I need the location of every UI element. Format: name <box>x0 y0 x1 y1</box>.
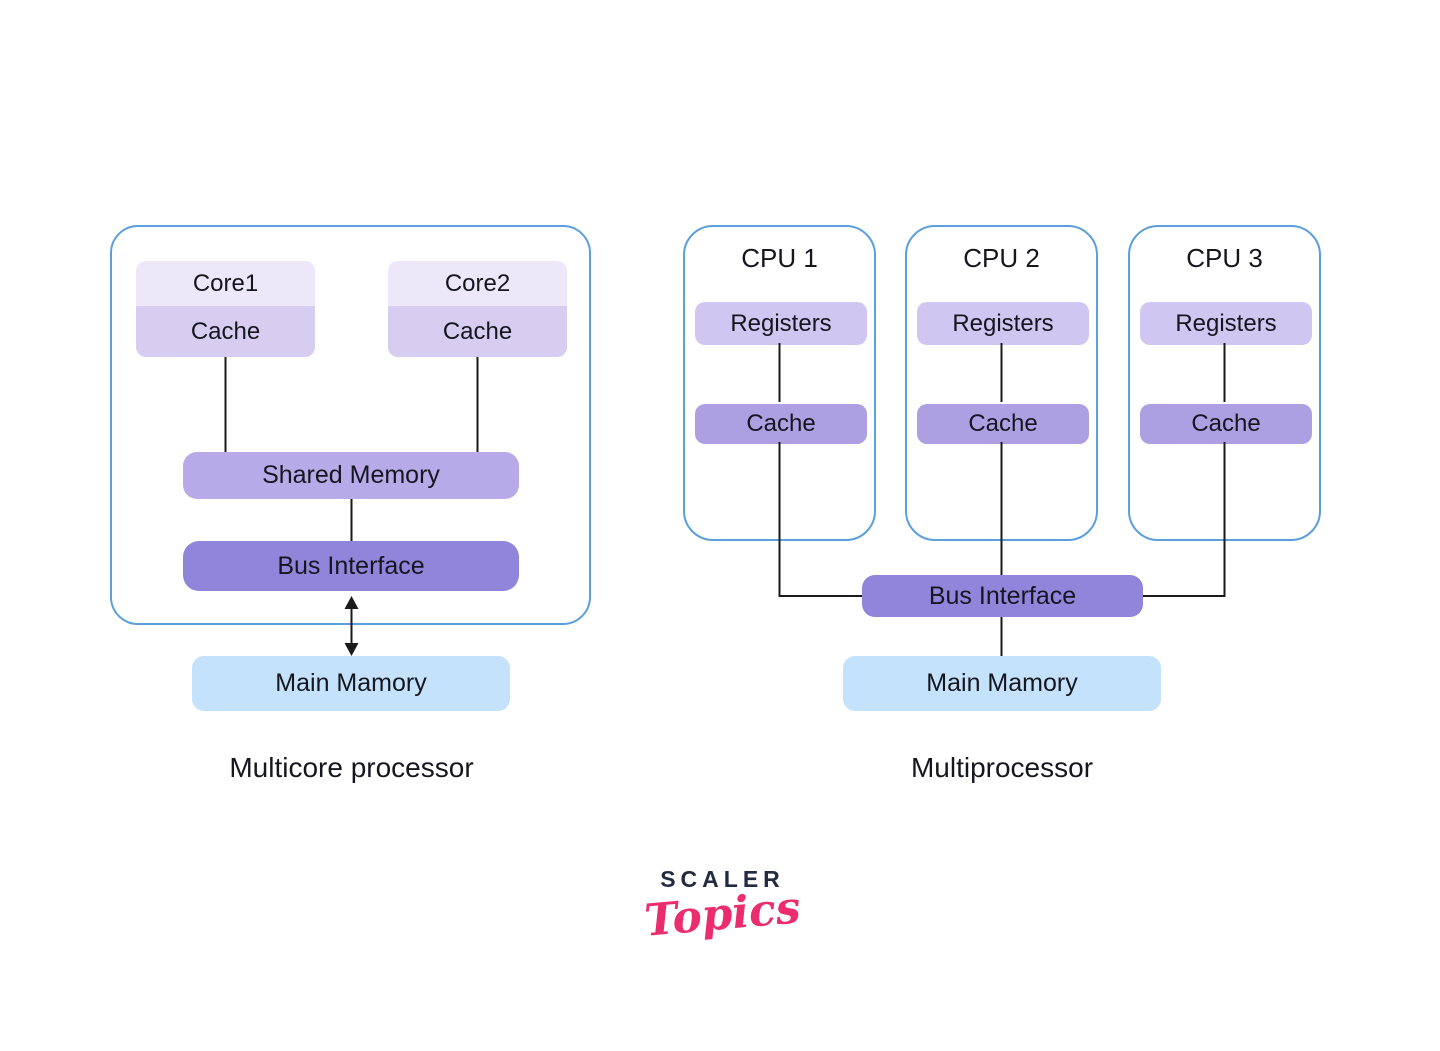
cpu3-registers-box: Registers <box>1140 302 1312 345</box>
shared-memory-label: Shared Memory <box>262 461 440 489</box>
cpu1-cache-box: Cache <box>695 404 867 444</box>
cpu3-title: CPU 3 <box>1186 243 1263 273</box>
multiprocessor-bus-interface-box: Bus Interface <box>862 575 1143 617</box>
cpu1-box: CPU 1 Registers Cache <box>683 225 876 541</box>
multiprocessor-main-memory-label: Main Mamory <box>926 669 1078 697</box>
cpu3-cache-label: Cache <box>1191 410 1261 437</box>
multicore-main-memory-label: Main Mamory <box>275 669 427 697</box>
multiprocessor-bus-interface-label: Bus Interface <box>928 581 1077 610</box>
multiprocessor-caption: Multiprocessor <box>910 752 1094 783</box>
cpu2-registers-label: Registers <box>952 309 1054 337</box>
core2-cache-label: Cache <box>442 317 513 345</box>
cpu1-registers-box: Registers <box>695 302 867 345</box>
core2-box: Core2 Cache <box>388 261 567 357</box>
cpu2-cache-label: Cache <box>968 410 1038 437</box>
logo-brand-text: SCALER <box>660 866 785 892</box>
cpu3-box: CPU 3 Registers Cache <box>1128 225 1321 541</box>
core2-title-section: Core2 <box>388 261 567 306</box>
cpu1-cache-label: Cache <box>746 410 816 437</box>
core1-cache-label: Cache <box>190 317 261 345</box>
multicore-bus-interface-label: Bus Interface <box>277 551 425 580</box>
core1-box: Core1 Cache <box>136 261 315 357</box>
core1-cache-section: Cache <box>136 306 315 357</box>
cpu2-title: CPU 2 <box>963 243 1040 273</box>
cpu2-cache-box: Cache <box>917 404 1089 444</box>
core1-title-section: Core1 <box>136 261 315 306</box>
core2-label: Core2 <box>444 269 511 297</box>
scaler-topics-logo: SCALER Topics <box>630 866 815 947</box>
multicore-main-memory-box: Main Mamory <box>192 656 510 711</box>
cpu3-registers-label: Registers <box>1175 309 1277 337</box>
shared-memory-box: Shared Memory <box>183 452 519 499</box>
cpu1-title: CPU 1 <box>741 243 818 273</box>
multicore-caption: Multicore processor <box>229 752 474 783</box>
cpu3-cache-box: Cache <box>1140 404 1312 444</box>
core2-cache-section: Cache <box>388 306 567 357</box>
multicore-bus-interface-box: Bus Interface <box>183 541 519 591</box>
cpu2-registers-box: Registers <box>917 302 1089 345</box>
cpu2-box: CPU 2 Registers Cache <box>905 225 1098 541</box>
cpu1-registers-label: Registers <box>730 309 832 337</box>
core1-label: Core1 <box>192 269 259 297</box>
multiprocessor-main-memory-box: Main Mamory <box>843 656 1161 711</box>
